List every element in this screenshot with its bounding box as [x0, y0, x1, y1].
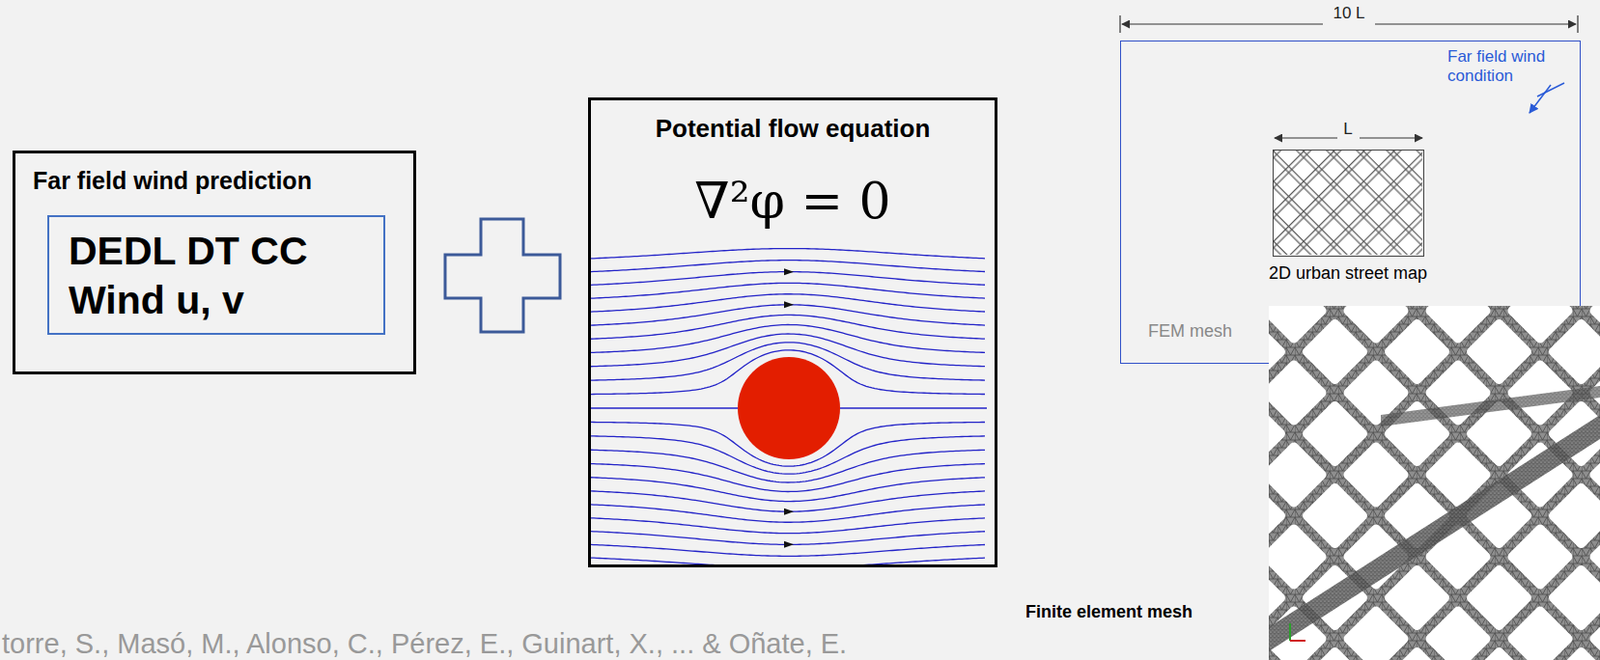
streamline	[590, 558, 985, 565]
mesh-block	[1553, 488, 1600, 545]
mesh-block	[1307, 570, 1364, 627]
mesh-block	[1512, 306, 1569, 339]
node-heading: Far field wind prediction	[32, 167, 312, 196]
mesh-block	[1471, 652, 1528, 660]
mesh-block	[1594, 447, 1600, 504]
mesh-block	[1594, 306, 1600, 339]
flow-arrowhead	[784, 301, 794, 309]
mesh-block	[1471, 406, 1528, 463]
node-heading: Far field wind condition	[1447, 47, 1572, 87]
axis-icon	[1290, 623, 1306, 642]
street-hatch	[1273, 150, 1423, 255]
dimension-label: 10 L	[1332, 3, 1365, 24]
mesh-block	[1268, 652, 1282, 660]
street-map: 2D urban street map	[1272, 149, 1425, 257]
mesh-block	[1389, 652, 1446, 660]
mesh-block	[1307, 324, 1364, 381]
mesh-block	[1553, 406, 1600, 463]
mesh-block	[1512, 364, 1569, 422]
mesh-block	[1268, 447, 1322, 504]
citation: torre, S., Masó, M., Alonso, C., Pérez, …	[1, 629, 847, 660]
streamline	[590, 505, 985, 523]
data-box: DEDL DT CC Wind u, v	[47, 215, 386, 336]
mesh-block	[1307, 652, 1364, 660]
node-heading: 2D urban street map	[1268, 263, 1428, 284]
mesh-block	[1389, 488, 1446, 545]
node-text: FEM mesh	[1148, 321, 1233, 342]
mesh-block	[1430, 447, 1487, 504]
figure-label: Finite element mesh	[1025, 602, 1193, 623]
dimension-label: L	[1343, 119, 1352, 140]
mesh-block	[1347, 364, 1404, 422]
streamline	[590, 294, 985, 312]
flow-arrowhead	[784, 541, 794, 549]
flow-arrowhead	[784, 508, 794, 516]
mesh-block	[1268, 529, 1322, 586]
wind-arrow	[1529, 83, 1565, 113]
mesh-block	[1512, 529, 1569, 586]
mesh-block	[1347, 447, 1404, 504]
streamline	[590, 464, 985, 493]
mesh-block	[1594, 529, 1600, 586]
streamline	[590, 314, 985, 339]
input-box: Far field wind predictionDEDL DT CC Wind…	[12, 150, 417, 375]
mesh-block	[1471, 488, 1528, 545]
streamline	[840, 407, 987, 409]
node-heading: Potential flow equation	[590, 113, 995, 144]
mesh-block	[1347, 529, 1404, 586]
cylinder	[737, 357, 841, 460]
mesh-block	[1553, 570, 1600, 627]
flow-arrowhead	[784, 268, 794, 276]
streamline	[590, 477, 985, 503]
mesh-block	[1430, 364, 1487, 422]
mesh-block	[1268, 324, 1282, 381]
streamline	[590, 249, 985, 259]
equation-box: Potential flow equation ∇²φ = 0	[588, 97, 998, 568]
mesh-block	[1389, 324, 1446, 381]
mesh-block	[1553, 652, 1600, 660]
mesh-block	[1307, 488, 1364, 545]
streamline	[590, 407, 738, 409]
mesh-block	[1268, 406, 1282, 463]
streamline-picture	[590, 100, 987, 565]
mesh-block	[1594, 364, 1600, 422]
mesh-block	[1268, 306, 1322, 339]
mesh-block	[1268, 488, 1282, 545]
mesh-block	[1347, 611, 1404, 660]
node-heading: DEDL DT CC Wind u, v	[68, 226, 349, 327]
mesh-block	[1389, 406, 1446, 463]
mesh-block	[1307, 406, 1364, 463]
mesh-block	[1430, 306, 1487, 339]
mesh-block	[1594, 611, 1600, 660]
node-text: ∇²φ = 0	[590, 175, 995, 226]
mesh-block	[1268, 611, 1322, 660]
mesh-block	[1389, 570, 1446, 627]
domain-box: Far field wind conditionFEM mesh 2D urban…	[1120, 40, 1581, 365]
mesh-block	[1512, 611, 1569, 660]
mesh-block	[1471, 570, 1528, 627]
streamline	[590, 518, 985, 534]
plus-sign	[445, 219, 561, 333]
mesh-block	[1471, 324, 1528, 381]
mesh-block	[1430, 529, 1487, 586]
streamline	[590, 282, 985, 299]
mesh-block	[1430, 611, 1487, 660]
street-grid	[1273, 150, 1423, 255]
mesh-block	[1268, 570, 1282, 627]
mesh-block	[1347, 306, 1404, 339]
mesh-block	[1512, 447, 1569, 504]
mesh-block	[1553, 324, 1600, 381]
mesh-block	[1268, 364, 1322, 422]
streamline	[590, 325, 985, 354]
